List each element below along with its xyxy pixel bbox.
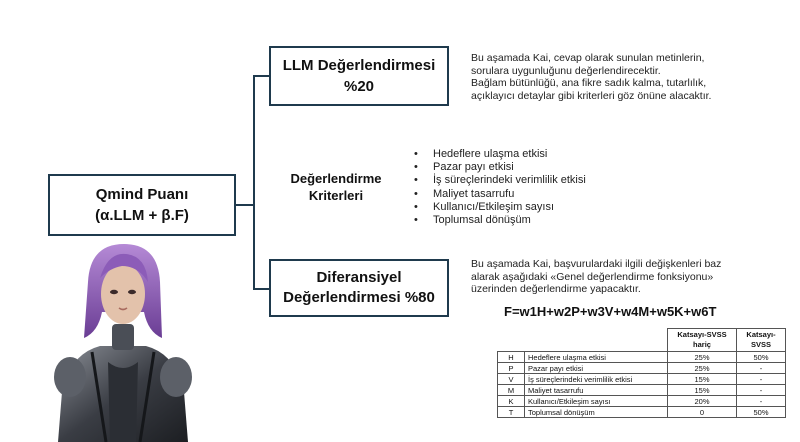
criteria-item: Maliyet tasarrufu [414,188,586,201]
row-code: H [497,351,525,363]
table-corner [525,329,668,352]
row-value-2: - [736,395,786,407]
connector-to-diferansiyel [253,288,269,290]
table-row: P Pazar payı etkisi 25% - [497,362,786,374]
criteria-list: Hedeflere ulaşma etkisi Pazar payı etkis… [414,148,586,227]
table-header-row: Katsayı-SVSS hariç Katsayı-SVSS [498,328,786,352]
differential-description: Bu aşamada Kai, başvurulardaki ilgili de… [471,258,771,296]
row-value-1: 15% [667,373,737,385]
differential-desc-line: alarak aşağıdaki «Genel değerlendirme fo… [471,270,714,283]
row-label: Hedeflere ulaşma etkisi [524,351,668,363]
differential-title-line2: Değerlendirmesi %80 [283,289,435,306]
criteria-item: Kullanıcı/Etkileşim sayısı [414,201,586,214]
row-value-2: - [736,362,786,374]
connector-to-llm [253,75,269,77]
row-value-1: 25% [667,362,737,374]
qmind-title: Qmind Puanı [95,186,189,203]
llm-desc-line: Bu aşamada Kai, cevap olarak sunulan met… [471,52,705,64]
connector-trunk [253,75,255,290]
row-value-2: - [736,384,786,396]
llm-desc-line: Bağlam bütünlüğü, ana fikre sadık kalma,… [471,77,707,90]
weights-table: Katsayı-SVSS hariç Katsayı-SVSS H Hedefl… [497,328,786,418]
criteria-item: Hedeflere ulaşma etkisi [414,148,586,161]
row-code: P [497,362,525,374]
criteria-item: Pazar payı etkisi [414,161,586,174]
criteria-title-line: Kriterleri [308,188,364,203]
connector-qmind-to-trunk [236,204,254,206]
row-value-1: 15% [667,384,737,396]
criteria-item: Toplumsal dönüşüm [414,214,586,227]
row-label: İş süreçlerindeki verimlilik etkisi [524,373,668,385]
criteria-item: İş süreçlerindeki verimlilik etkisi [414,174,586,187]
row-value-2: 50% [736,351,786,363]
qmind-score-box: Qmind Puanı (α.LLM + β.F) [48,174,236,236]
row-label: Toplumsal dönüşüm [524,406,668,418]
llm-percent: %20 [343,78,375,95]
row-code: K [497,395,525,407]
table-row: M Maliyet tasarrufu 15% - [497,384,786,396]
row-code: M [497,384,525,396]
table-row: K Kullanıcı/Etkileşim sayısı 20% - [497,395,786,407]
differential-title-line1: Diferansiyel [316,269,402,286]
row-value-2: 50% [736,406,786,418]
criteria-title: Değerlendirme Kriterleri [270,170,402,204]
row-value-2: - [736,373,786,385]
column-header: Katsayı-SVSS [736,328,786,352]
qmind-formula: (α.LLM + β.F) [95,207,189,224]
table-corner [498,329,525,352]
differential-evaluation-box: Diferansiyel Değerlendirmesi %80 [269,259,449,317]
llm-desc-line: açıklayıcı detaylar gibi kriterleri göz … [471,89,712,102]
table-row: H Hedeflere ulaşma etkisi 25% 50% [497,351,786,363]
row-value-1: 0 [667,406,737,418]
criteria-title-line: Değerlendirme [290,171,382,186]
row-label: Pazar payı etkisi [524,362,668,374]
table-row: T Toplumsal dönüşüm 0 50% [497,406,786,418]
differential-desc-line: üzerinden değerlendirme yapacaktır. [471,283,641,296]
llm-description: Bu aşamada Kai, cevap olarak sunulan met… [471,52,771,102]
row-label: Kullanıcı/Etkileşim sayısı [524,395,668,407]
evaluation-formula: F=w1H+w2P+w3V+w4M+w5K+w6T [504,304,717,319]
row-label: Maliyet tasarrufu [524,384,668,396]
table-row: V İş süreçlerindeki verimlilik etkisi 15… [497,373,786,385]
column-header: Katsayı-SVSS hariç [667,328,737,352]
kai-character-illustration [54,244,192,442]
differential-desc-line: Bu aşamada Kai, başvurulardaki ilgili de… [471,258,722,270]
llm-title: LLM Değerlendirmesi [282,57,436,74]
row-code: V [497,373,525,385]
row-value-1: 25% [667,351,737,363]
row-code: T [497,406,525,418]
row-value-1: 20% [667,395,737,407]
llm-desc-line: sorulara uygunluğunu değerlendirecektir. [471,64,661,77]
llm-evaluation-box: LLM Değerlendirmesi %20 [269,46,449,106]
